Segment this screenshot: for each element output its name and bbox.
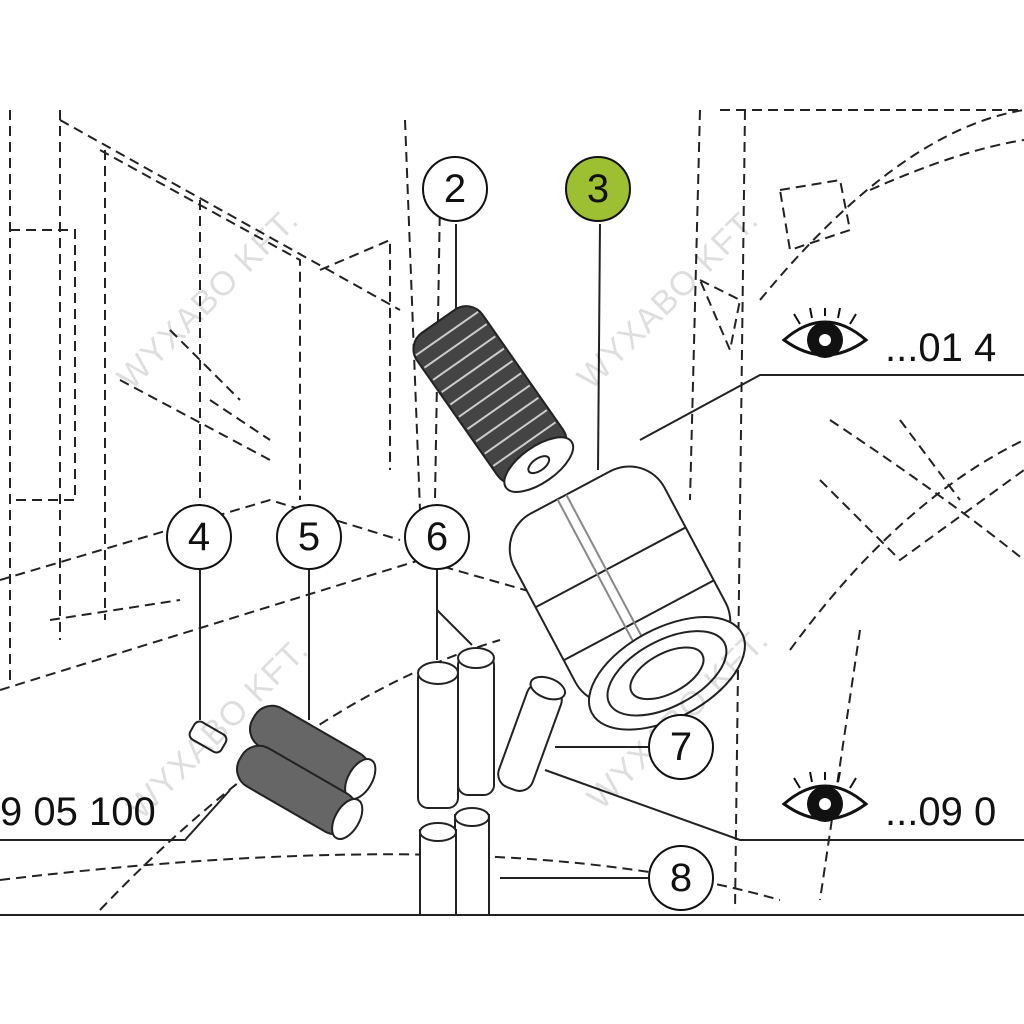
reference-link-bottom[interactable]: ...09 0 (885, 790, 997, 834)
background-frame-dashed (0, 109, 1024, 911)
callout-3-highlighted[interactable]: 3 (565, 156, 631, 222)
part-5-knurled-rollers (236, 704, 377, 840)
callout-5[interactable]: 5 (276, 504, 342, 570)
part-3-cylinder (508, 465, 746, 731)
reference-link-top[interactable]: ...01 4 (885, 326, 997, 370)
part-6-bolts (417, 647, 495, 809)
reference-link-left[interactable]: 9 05 100 (0, 790, 156, 834)
part-8-bolts (419, 807, 490, 916)
callout-8[interactable]: 8 (648, 845, 714, 911)
eye-icon[interactable] (780, 308, 870, 368)
part-4-pin (188, 720, 228, 754)
callout-4[interactable]: 4 (166, 504, 232, 570)
callout-2[interactable]: 2 (422, 156, 488, 222)
part-2-threaded-sleeve (412, 305, 575, 493)
part-7-pin (497, 675, 567, 792)
callout-7[interactable]: 7 (648, 714, 714, 780)
callout-6[interactable]: 6 (404, 504, 470, 570)
eye-icon[interactable] (780, 772, 870, 832)
leader-lines (0, 223, 1024, 879)
